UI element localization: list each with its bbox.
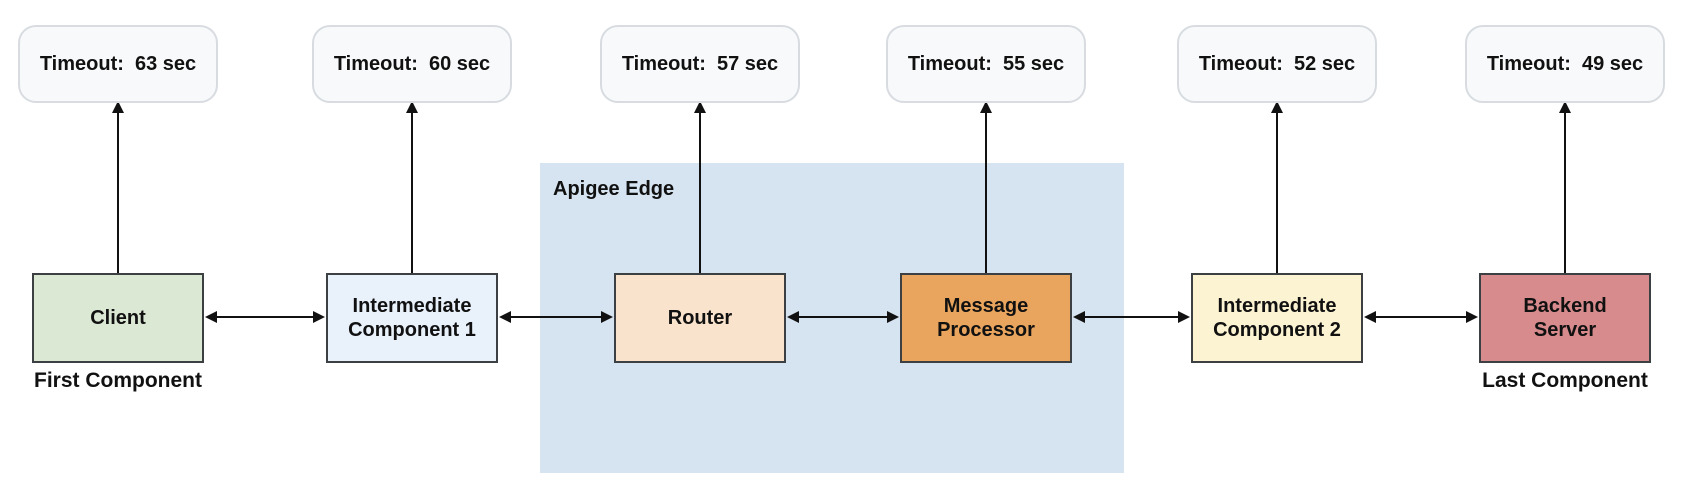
component-sublabel-client: First Component xyxy=(34,369,202,392)
bidirectional-arrow-4 xyxy=(1364,311,1478,323)
bidirectional-arrow-2 xyxy=(787,311,899,323)
bidirectional-arrow-0 xyxy=(205,311,325,323)
up-arrow-router xyxy=(694,101,706,273)
arrow-shaft xyxy=(215,316,315,318)
timeout-callout-intermediate-component-2: Timeout: 52 sec xyxy=(1177,25,1377,103)
component-box-label: Router xyxy=(667,307,733,329)
timeout-callout-text: Timeout: 60 sec xyxy=(333,52,491,75)
component-box-label: Intermediate Component 2 xyxy=(1213,295,1341,341)
component-box-backend-server: Backend Server xyxy=(1479,273,1651,363)
arrow-shaft xyxy=(1374,316,1468,318)
timeout-callout-client: Timeout: 63 sec xyxy=(18,25,218,103)
timeout-callout-text: Timeout: 55 sec xyxy=(907,52,1065,75)
component-box-router: Router xyxy=(614,273,786,363)
timeout-callout-intermediate-component-1: Timeout: 60 sec xyxy=(312,25,512,103)
up-arrow-client xyxy=(112,101,124,273)
timeout-callout-text: Timeout: 63 sec xyxy=(39,52,197,75)
timeout-callout-backend-server: Timeout: 49 sec xyxy=(1465,25,1665,103)
timeout-callout-text: Timeout: 52 sec xyxy=(1198,52,1356,75)
component-box-label: Intermediate Component 1 xyxy=(348,295,476,341)
component-box-label: Client xyxy=(90,307,146,329)
component-box-label: Backend Server xyxy=(1523,295,1607,341)
arrow-shaft xyxy=(797,316,889,318)
up-arrow-message-processor xyxy=(980,101,992,273)
component-box-label: Message Processor xyxy=(937,295,1035,341)
arrow-shaft xyxy=(509,316,603,318)
apigee-edge-label: Apigee Edge xyxy=(553,178,675,200)
timeout-callout-text: Timeout: 49 sec xyxy=(1486,52,1644,75)
component-sublabel-backend-server: Last Component xyxy=(1482,369,1648,392)
bidirectional-arrow-1 xyxy=(499,311,613,323)
up-arrow-intermediate-component-2 xyxy=(1271,101,1283,273)
timeout-callout-message-processor: Timeout: 55 sec xyxy=(886,25,1086,103)
timeout-callout-text: Timeout: 57 sec xyxy=(621,52,779,75)
component-box-intermediate-component-1: Intermediate Component 1 xyxy=(326,273,498,363)
arrow-shaft xyxy=(1083,316,1180,318)
component-box-client: Client xyxy=(32,273,204,363)
bidirectional-arrow-3 xyxy=(1073,311,1190,323)
timeout-callout-router: Timeout: 57 sec xyxy=(600,25,800,103)
component-box-intermediate-component-2: Intermediate Component 2 xyxy=(1191,273,1363,363)
component-box-message-processor: Message Processor xyxy=(900,273,1072,363)
up-arrow-intermediate-component-1 xyxy=(406,101,418,273)
up-arrow-backend-server xyxy=(1559,101,1571,273)
